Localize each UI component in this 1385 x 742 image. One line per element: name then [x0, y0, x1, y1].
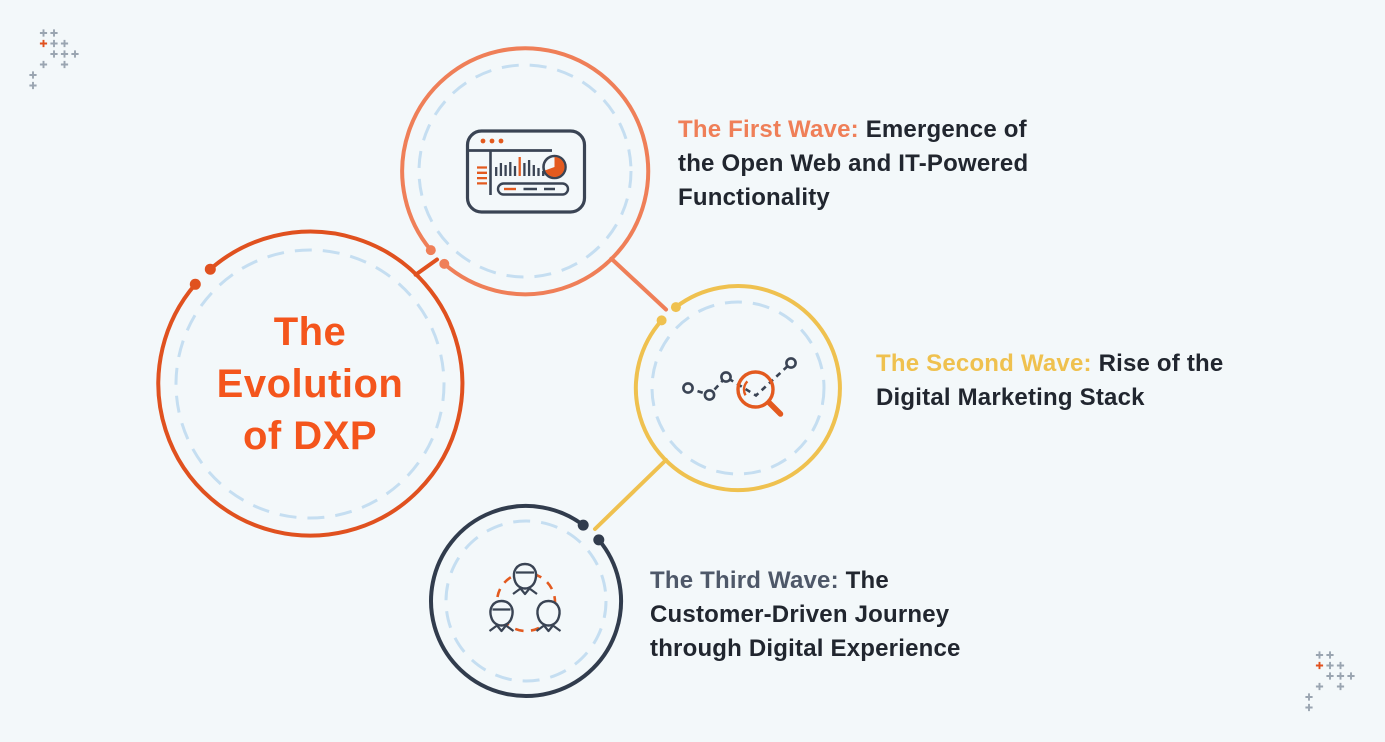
- first-wave-desc-3: Functionality: [678, 184, 830, 211]
- dashboard-analytics-icon: [465, 129, 587, 214]
- first-wave-circle: [400, 46, 651, 297]
- third-wave-line-1: The Third Wave: The: [650, 564, 1070, 598]
- first-wave-line-1: The First Wave: Emergence of: [678, 113, 1098, 147]
- connector-first-to-second: [609, 256, 668, 312]
- main-circle-dashed-ring: [174, 248, 446, 520]
- person-left: [490, 601, 514, 631]
- plus-cluster-top-left: [29, 29, 78, 89]
- diagram-title: The Evolution of DXP: [160, 306, 460, 462]
- third-wave-desc-3: through Digital Experience: [650, 635, 961, 662]
- person-top: [513, 564, 537, 594]
- first-wave-label: The First Wave:: [678, 116, 859, 143]
- bar-chart-bars: [495, 160, 545, 176]
- third-wave-label: The Third Wave:: [650, 567, 839, 594]
- magnifier-handle: [766, 399, 784, 417]
- first-wave-desc-2: the Open Web and IT-Powered: [678, 150, 1029, 177]
- main-circle: [156, 229, 465, 538]
- third-wave-dashed-ring: [444, 519, 608, 683]
- third-wave-text: The Third Wave: The Customer-Driven Jour…: [650, 564, 1070, 666]
- second-wave-dashed-ring: [650, 300, 826, 476]
- connector-second-to-third: [593, 458, 668, 531]
- title-line-1: The: [273, 310, 347, 354]
- third-wave-desc-1: The: [845, 567, 889, 594]
- pie-chart: [542, 154, 567, 180]
- second-wave-desc-2: Digital Marketing Stack: [876, 384, 1145, 411]
- chart-magnifier-icon: [682, 357, 797, 417]
- connector-lines: [413, 256, 668, 531]
- first-wave-text: The First Wave: Emergence of the Open We…: [678, 113, 1098, 215]
- connector-main-to-first: [413, 257, 439, 277]
- plus-cluster-bottom-right: [1305, 651, 1354, 711]
- first-wave-dashed-ring: [417, 63, 633, 279]
- third-wave-desc-2: Customer-Driven Journey: [650, 601, 950, 628]
- second-wave-text: The Second Wave: Rise of the Digital Mar…: [876, 347, 1296, 415]
- first-wave-desc-1: Emergence of: [865, 116, 1027, 143]
- title-line-3: of DXP: [242, 414, 378, 458]
- person-right: [535, 599, 562, 633]
- second-wave-circle: [633, 284, 842, 493]
- people-network-icon: [490, 564, 562, 633]
- second-wave-line-1: The Second Wave: Rise of the: [876, 347, 1296, 381]
- title-line-2: Evolution: [216, 362, 404, 406]
- magnifier-lens: [736, 370, 775, 409]
- second-wave-desc-1: Rise of the: [1098, 350, 1224, 377]
- third-wave-circle: [429, 504, 624, 698]
- second-wave-label: The Second Wave:: [876, 350, 1092, 377]
